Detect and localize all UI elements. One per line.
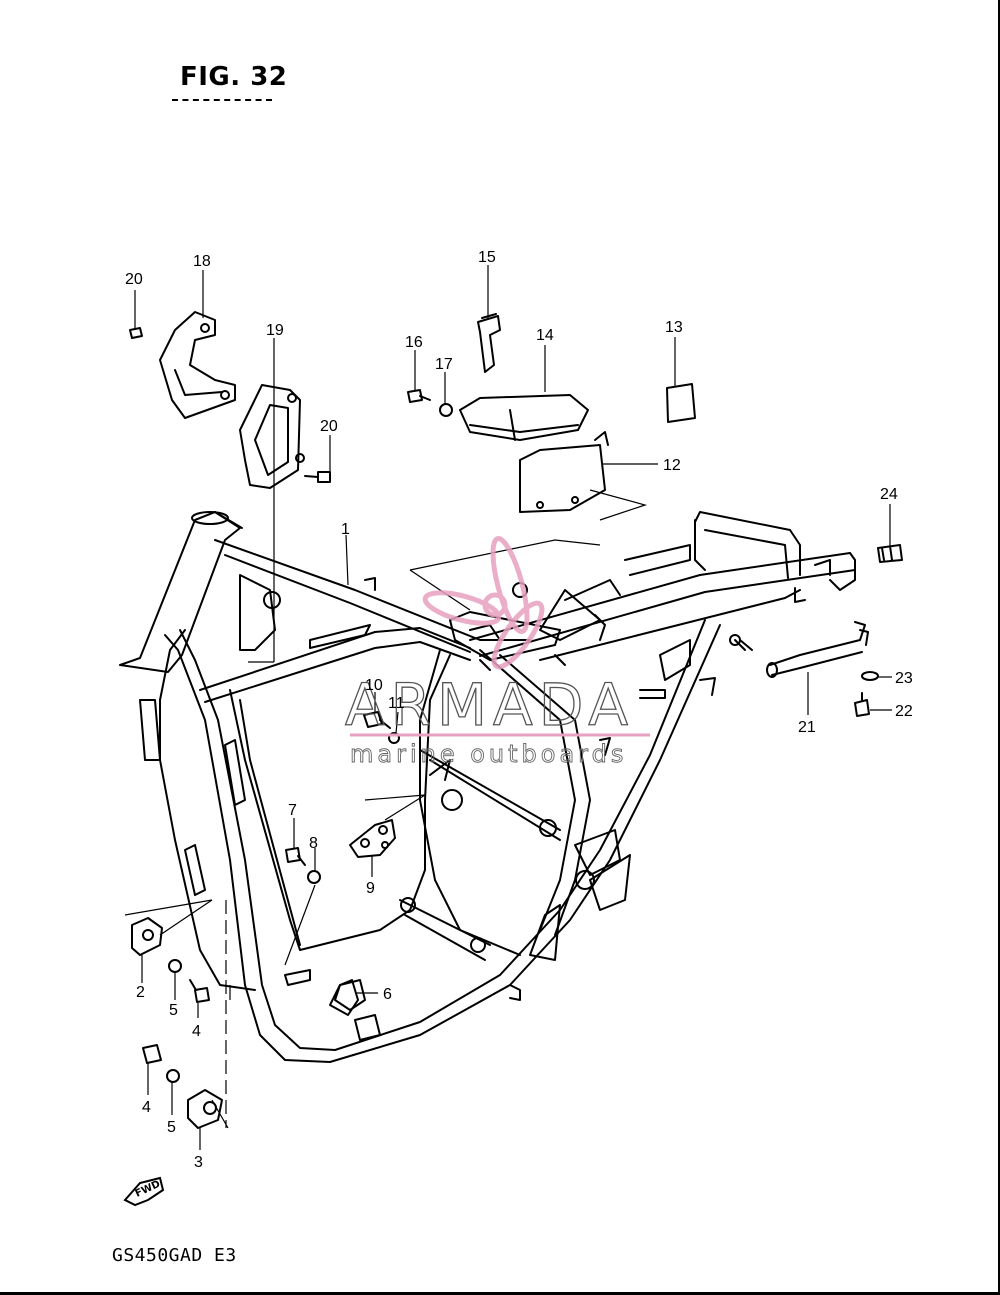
callout-23: 23 bbox=[895, 670, 913, 687]
callout-labels: 1 2 3 4 4 5 5 6 7 8 9 10 11 12 13 14 15 … bbox=[125, 249, 913, 1171]
part-13-pad bbox=[666, 383, 696, 423]
callout-16: 16 bbox=[405, 334, 423, 351]
model-code: GS450GAD E3 bbox=[112, 1245, 237, 1266]
callout-12: 12 bbox=[663, 457, 681, 474]
part-14-tray bbox=[459, 394, 589, 441]
callout-7: 7 bbox=[288, 802, 297, 819]
part-24-grommet bbox=[877, 544, 903, 563]
callout-21: 21 bbox=[798, 719, 816, 736]
callout-10: 10 bbox=[365, 677, 383, 694]
callout-9: 9 bbox=[366, 880, 375, 897]
callout-2: 2 bbox=[136, 984, 145, 1001]
callout-6: 6 bbox=[383, 986, 392, 1003]
callout-19: 19 bbox=[266, 322, 284, 339]
callout-5a: 5 bbox=[169, 1002, 178, 1019]
part-15-strap bbox=[477, 313, 501, 373]
callout-4b: 4 bbox=[142, 1099, 151, 1116]
part-19-cover bbox=[239, 384, 305, 489]
figure-title-underline bbox=[172, 97, 272, 101]
figure-title: FIG. 32 bbox=[180, 62, 288, 92]
callout-11: 11 bbox=[388, 695, 405, 712]
callout-1: 1 bbox=[341, 521, 350, 538]
leader-lines bbox=[124, 265, 892, 1150]
watermark-brand: ARMADA bbox=[345, 671, 634, 739]
callout-14: 14 bbox=[536, 327, 554, 344]
part-9-plate bbox=[349, 819, 396, 858]
part-12-plate bbox=[519, 431, 609, 513]
part-3-bracket bbox=[187, 1089, 223, 1129]
watermark-logo bbox=[422, 536, 545, 670]
callout-20a: 20 bbox=[125, 271, 143, 288]
callout-3: 3 bbox=[194, 1154, 203, 1171]
callout-8: 8 bbox=[309, 835, 318, 852]
part-2-bracket bbox=[131, 917, 163, 956]
callout-20b: 20 bbox=[320, 418, 338, 435]
callout-13: 13 bbox=[665, 319, 683, 336]
callout-5b: 5 bbox=[167, 1119, 176, 1136]
callout-22: 22 bbox=[895, 703, 913, 720]
part-18-bracket bbox=[159, 311, 236, 419]
part-6-bracket bbox=[329, 979, 359, 1016]
callout-24: 24 bbox=[880, 486, 898, 503]
callout-18: 18 bbox=[193, 253, 211, 270]
callout-17: 17 bbox=[435, 356, 453, 373]
main-frame bbox=[119, 511, 856, 1063]
watermark-tagline: marine outboards bbox=[350, 740, 627, 768]
bottom-border bbox=[0, 1292, 1000, 1295]
fwd-arrow-icon: FWD bbox=[123, 1176, 165, 1207]
part-21-rail bbox=[766, 621, 869, 678]
callout-4a: 4 bbox=[192, 1023, 201, 1040]
fasteners bbox=[129, 327, 879, 1083]
callout-15: 15 bbox=[478, 249, 496, 266]
right-border bbox=[998, 0, 1000, 1295]
